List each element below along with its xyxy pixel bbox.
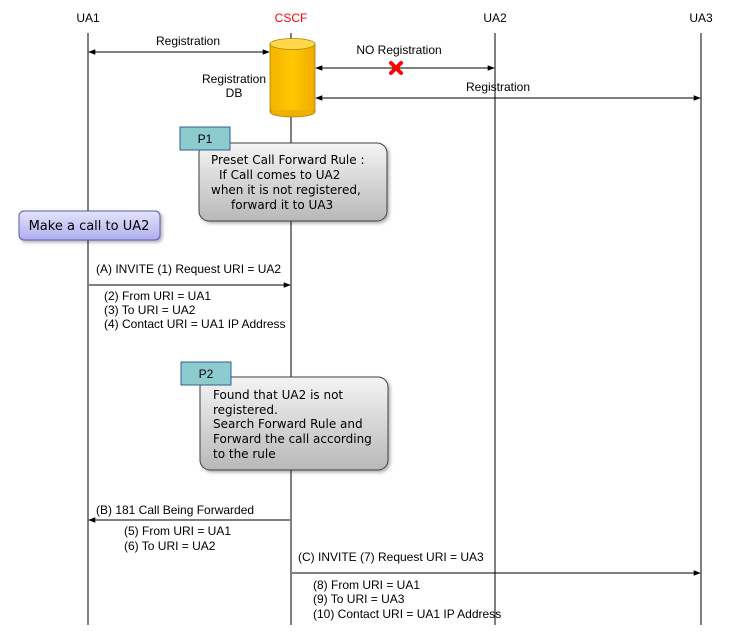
msg-a-detail-2: (3) To URI = UA2 — [104, 303, 196, 317]
msg-b-detail-1: (5) From URI = UA1 — [124, 524, 231, 538]
p2-line-5: to the rule — [213, 447, 276, 461]
make-call-action — [18, 210, 161, 241]
p1-line-3: when it is not registered, — [211, 183, 361, 197]
ua3-label: UA3 — [689, 11, 713, 25]
ua2-label: UA2 — [483, 11, 507, 25]
error-x-icon — [389, 61, 403, 75]
p1-note — [198, 142, 388, 222]
msg-c-detail-3: (10) Contact URI = UA1 IP Address — [313, 607, 501, 621]
msg-c-title: (C) INVITE (7) Request URI = UA3 — [298, 550, 484, 564]
registration-db — [269, 38, 316, 118]
msg-b-detail-2: (6) To URI = UA2 — [124, 539, 216, 553]
msg-a-title: (A) INVITE (1) Request URI = UA2 — [96, 262, 281, 276]
p1-line-2: If Call comes to UA2 — [219, 168, 340, 182]
db-label-line1: Registration — [202, 72, 266, 86]
msg-c-detail-1: (8) From URI = UA1 — [313, 578, 420, 592]
p2-note — [199, 376, 389, 471]
ua3-registration-label: Registration — [466, 80, 530, 94]
make-call-label: Make a call to UA2 — [29, 219, 150, 234]
p1-line-4: forward it to UA3 — [231, 198, 333, 212]
db-label-line2: DB — [226, 86, 243, 100]
p1-tag-label: P1 — [198, 132, 213, 146]
cscf-label: CSCF — [275, 11, 308, 25]
ua2-no-registration-label: NO Registration — [356, 43, 441, 57]
msg-c-detail-2: (9) To URI = UA3 — [313, 592, 405, 606]
p2-line-4: Forward the call according — [213, 432, 372, 446]
p1-line-1: Preset Call Forward Rule : — [211, 153, 365, 167]
ua1-registration-label: Registration — [156, 34, 220, 48]
msg-a-detail-1: (2) From URI = UA1 — [104, 289, 211, 303]
p1-tag — [179, 126, 231, 151]
p2-line-3: Search Forward Rule and — [213, 417, 363, 431]
p2-line-2: registered. — [213, 403, 278, 417]
p2-line-1: Found that UA2 is not — [213, 388, 343, 402]
p2-tag-label: P2 — [199, 367, 214, 381]
msg-b-title: (B) 181 Call Being Forwarded — [96, 503, 254, 517]
msg-a-detail-3: (4) Contact URI = UA1 IP Address — [104, 317, 286, 331]
p2-tag — [180, 361, 232, 386]
ua1-label: UA1 — [76, 11, 100, 25]
